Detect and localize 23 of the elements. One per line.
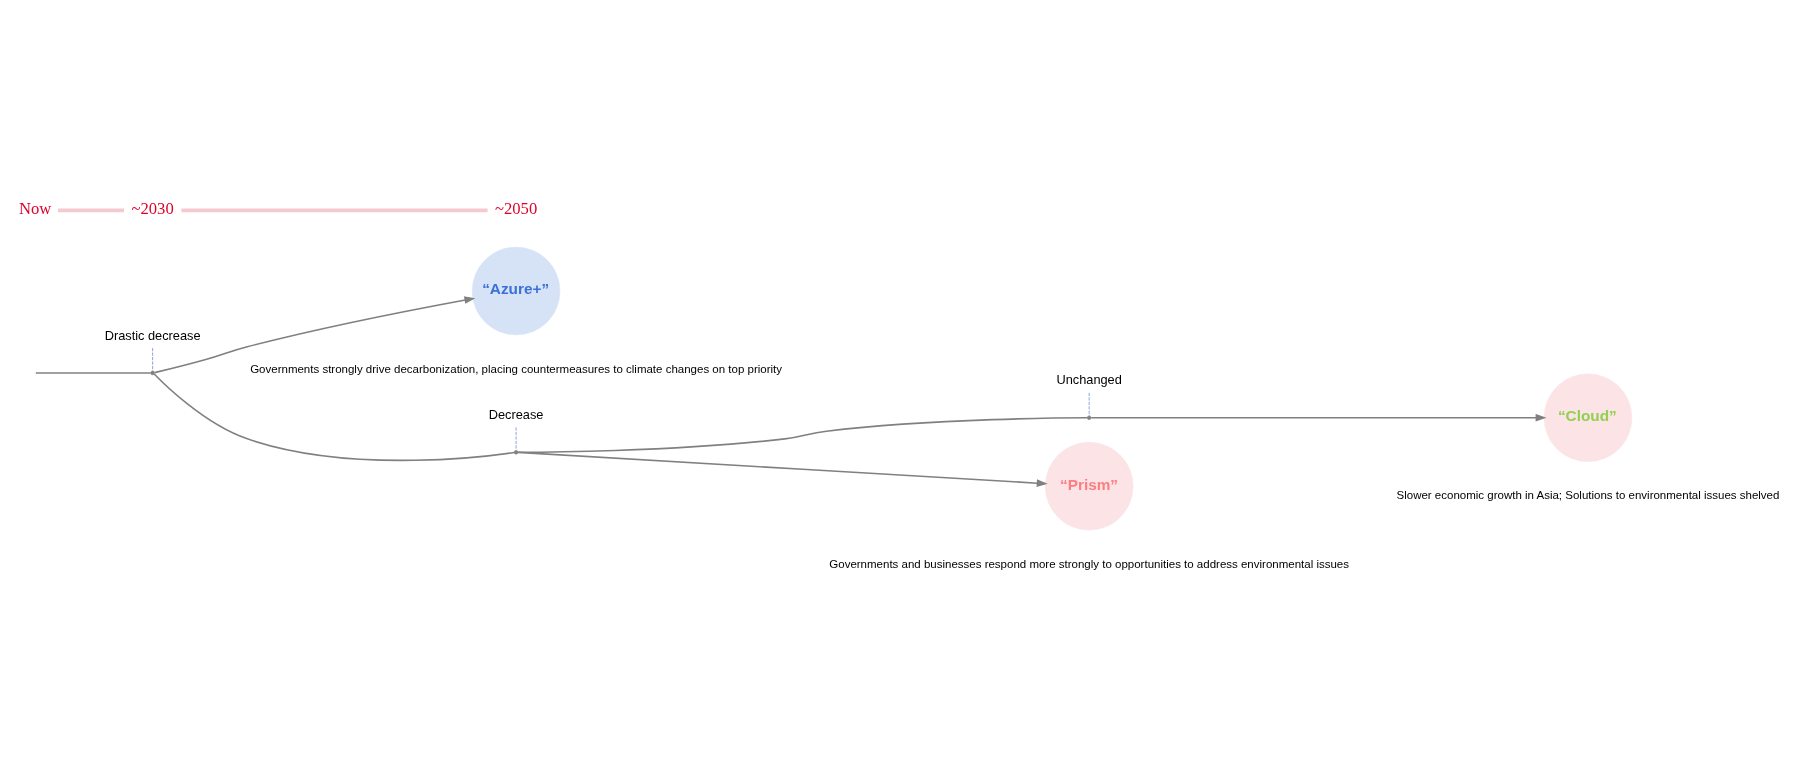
arrow bbox=[153, 295, 476, 373]
connector bbox=[35, 371, 152, 374]
connector bbox=[1088, 392, 1090, 416]
node-text: Drastic decrease bbox=[104, 327, 201, 343]
node-circle: “Cloud” bbox=[1543, 373, 1633, 462]
connector bbox=[152, 347, 153, 371]
node-label: Governments and businesses respond more strongly to opportunities to address environmental issues bbox=[829, 557, 1350, 570]
node-point bbox=[513, 449, 519, 454]
node-point bbox=[1087, 415, 1092, 420]
label: Now bbox=[19, 198, 52, 218]
connector bbox=[515, 426, 517, 451]
node-circle: “Prism” bbox=[1045, 441, 1134, 530]
node-label: Slower economic growth in Asia; Solutions to environmental issues shelved bbox=[1396, 488, 1780, 501]
connector bbox=[517, 416, 1089, 453]
label: ~2030 bbox=[131, 198, 174, 218]
label: ~2050 bbox=[494, 198, 538, 218]
node-text: Decrease bbox=[488, 406, 544, 422]
node-point bbox=[150, 370, 155, 375]
node-text: Unchanged bbox=[1056, 371, 1122, 387]
node-circle: “Azure+” bbox=[471, 246, 561, 335]
connector bbox=[153, 372, 515, 461]
arrow bbox=[1090, 413, 1547, 422]
node-label: Governments strongly drive decarbonization, placing countermeasures to climate changes on top priority bbox=[250, 362, 783, 375]
